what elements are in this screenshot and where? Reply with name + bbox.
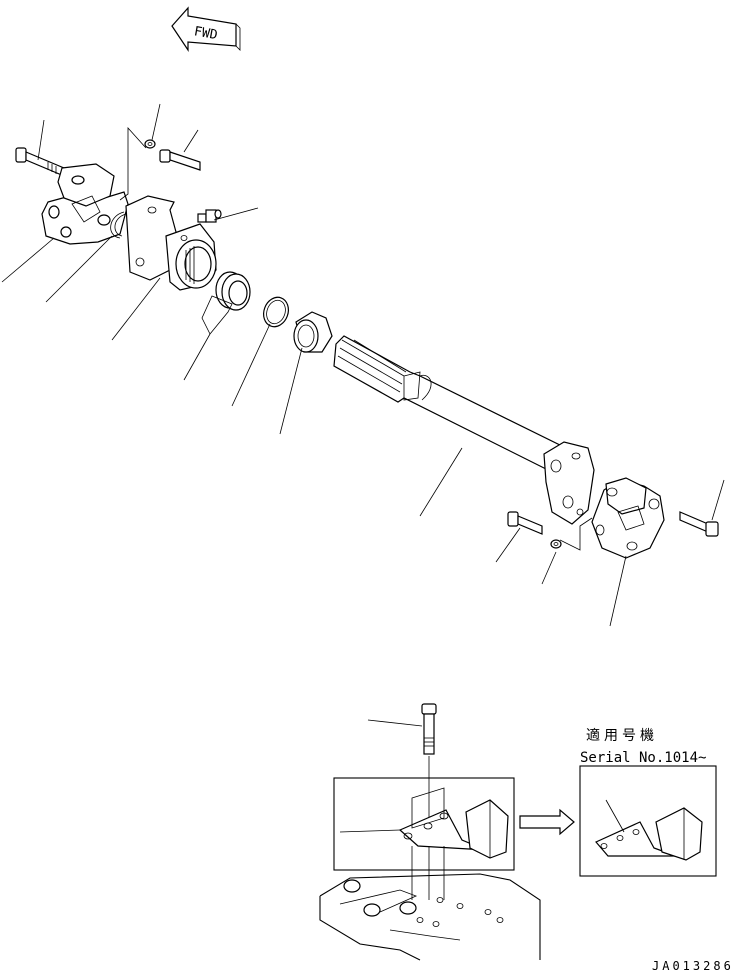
o-ring [263,296,289,328]
bracket-detail-frame [333,777,515,900]
washer-lower [550,517,593,551]
fwd-label: FWD [193,24,219,43]
bolt-left [15,147,65,177]
bolt-top [159,149,201,171]
slip-yoke [125,195,217,291]
bolt-right [679,511,719,537]
right-arrow-icon [519,808,575,836]
washer-top [119,126,156,201]
grease-fitting [197,209,222,223]
applicable-machine-label: 適用号機 [586,727,658,744]
bracket-bolt [367,703,437,900]
universal-joint-left [41,163,129,245]
drawing-code: JA013286 [652,959,734,973]
universal-joint-right [591,477,665,559]
fwd-arrow-icon: FWD [171,6,241,52]
bolt-lower [507,511,543,535]
base-plate [319,873,541,961]
drive-shaft [333,335,595,525]
serial-detail-frame: 適用号機 Serial No.1014~ [579,727,717,877]
bushing [293,311,333,353]
dust-seal [215,271,251,311]
snap-ring-left [110,211,127,239]
serial-number-label: Serial No.1014~ [580,750,706,766]
leader-lines [1,103,725,627]
